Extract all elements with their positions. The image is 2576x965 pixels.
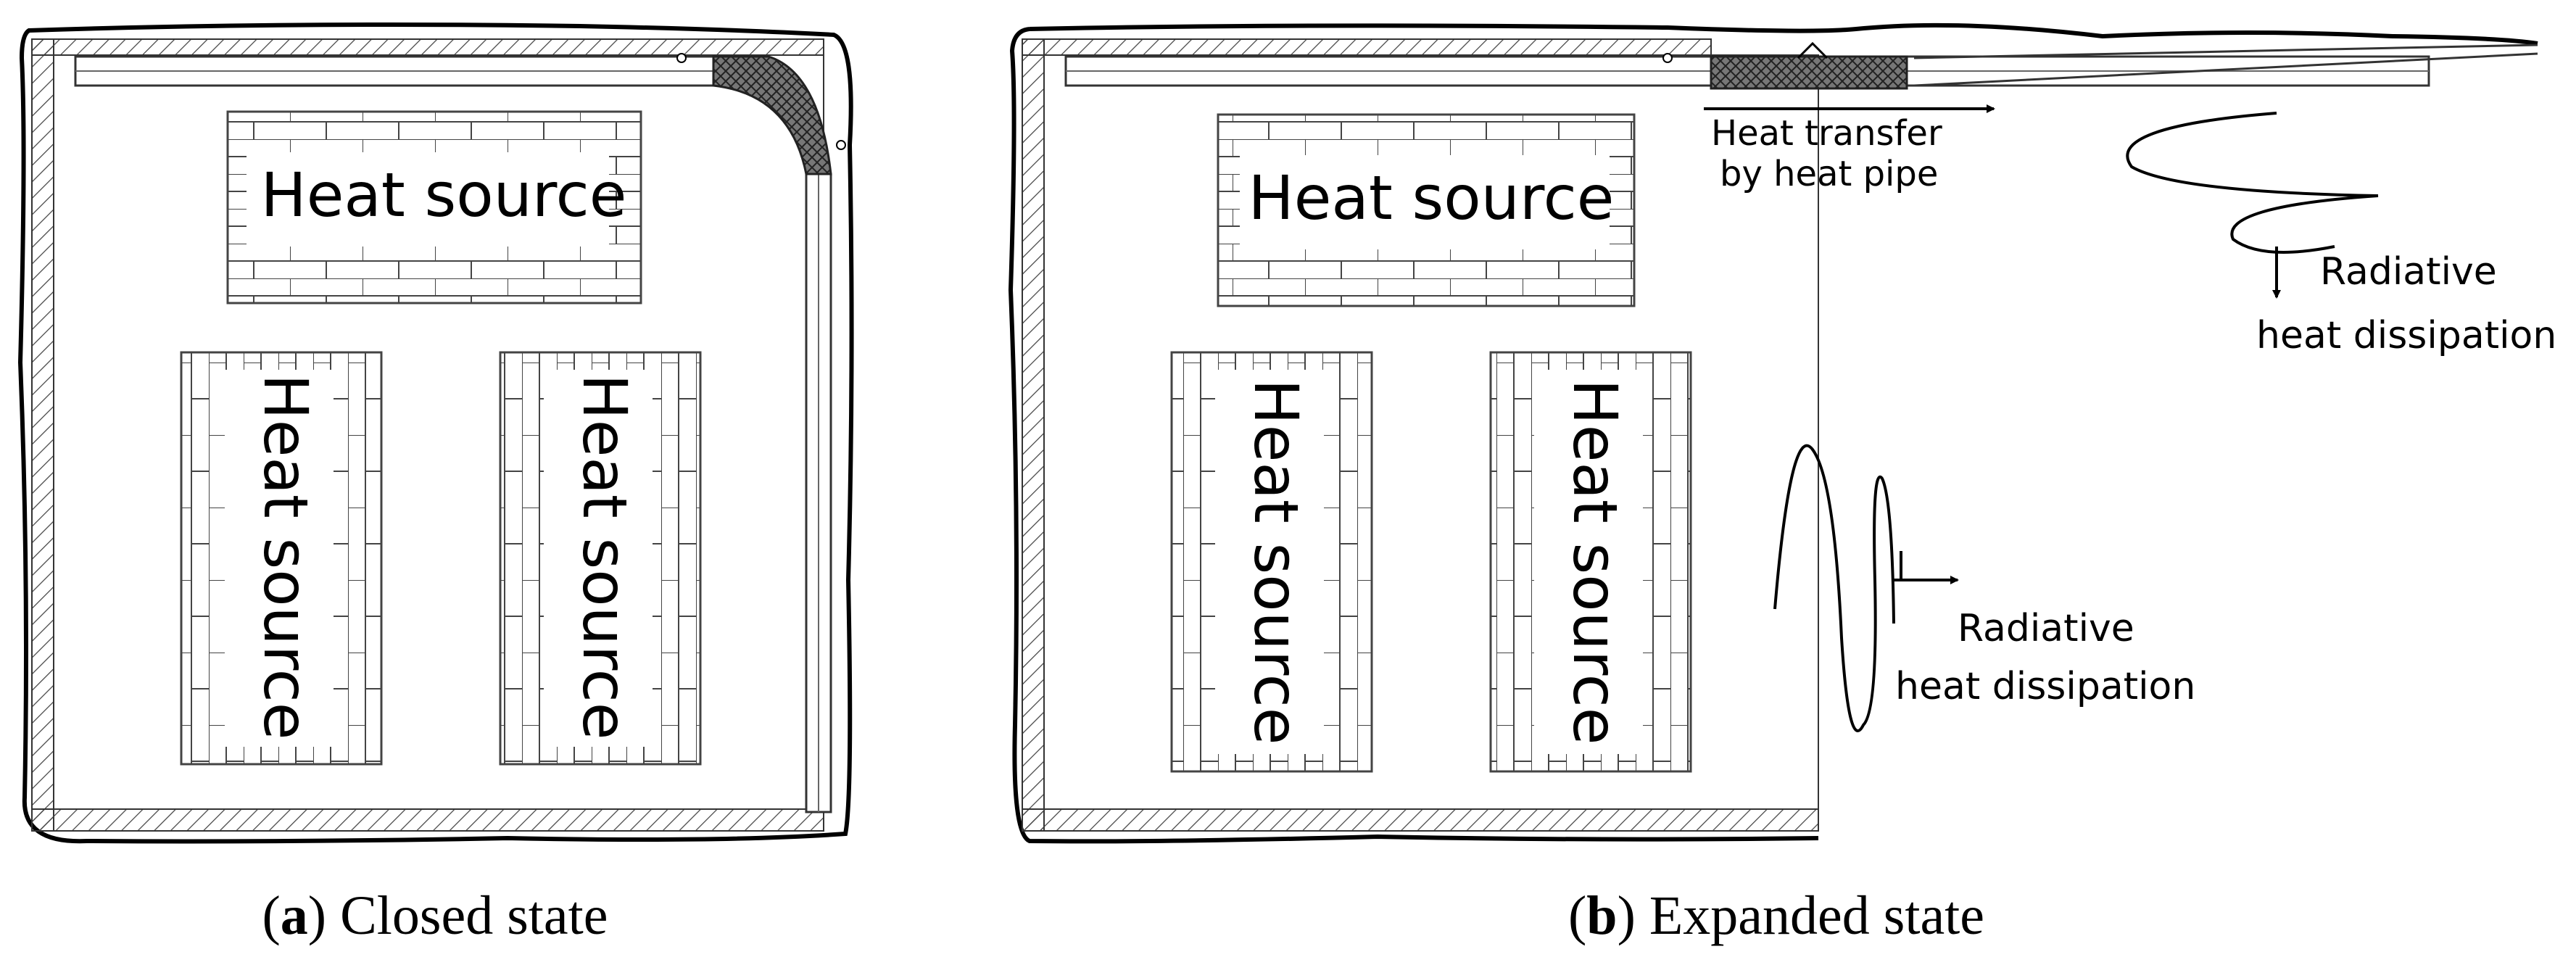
panel-b-radiative-wave-mid bbox=[1773, 444, 1895, 732]
panel-b-hinge bbox=[1710, 55, 1908, 90]
panel-b-caption: (b) Expanded state bbox=[1568, 885, 1984, 946]
panel-b-heat-source-top-label: Heat source bbox=[1248, 162, 1615, 233]
panel-b-radiative-wave-top bbox=[2126, 112, 2379, 254]
panel-b-heat-source-right-label: Heat source bbox=[1560, 379, 1631, 745]
panel-a-heat-source-left-label: Heat source bbox=[250, 374, 321, 740]
panel-b-radiative-mid-label: Radiative heat dissipation bbox=[1895, 607, 2195, 708]
panel-a-outer-membrane bbox=[17, 22, 854, 844]
panel-a-closed-state: Heat source Heat source Heat source (a) … bbox=[17, 22, 854, 946]
panel-b-heat-source-left-label: Heat source bbox=[1241, 379, 1312, 745]
panel-a-hinge bbox=[712, 55, 832, 175]
panel-a-caption: (a) Closed state bbox=[262, 885, 608, 946]
panel-b-heat-transfer-label: Heat transfer by heat pipe bbox=[1711, 113, 1953, 194]
panel-b-expanded-state: Heat source Heat source Heat source Heat… bbox=[1008, 22, 2556, 946]
panel-a-heat-source-top-label: Heat source bbox=[261, 160, 627, 231]
panel-a-heat-source-right-label: Heat source bbox=[569, 374, 640, 740]
panel-b-radiative-top-label: Radiative heat dissipation bbox=[2256, 250, 2556, 357]
panel-b-outer-membrane bbox=[1008, 22, 2538, 844]
